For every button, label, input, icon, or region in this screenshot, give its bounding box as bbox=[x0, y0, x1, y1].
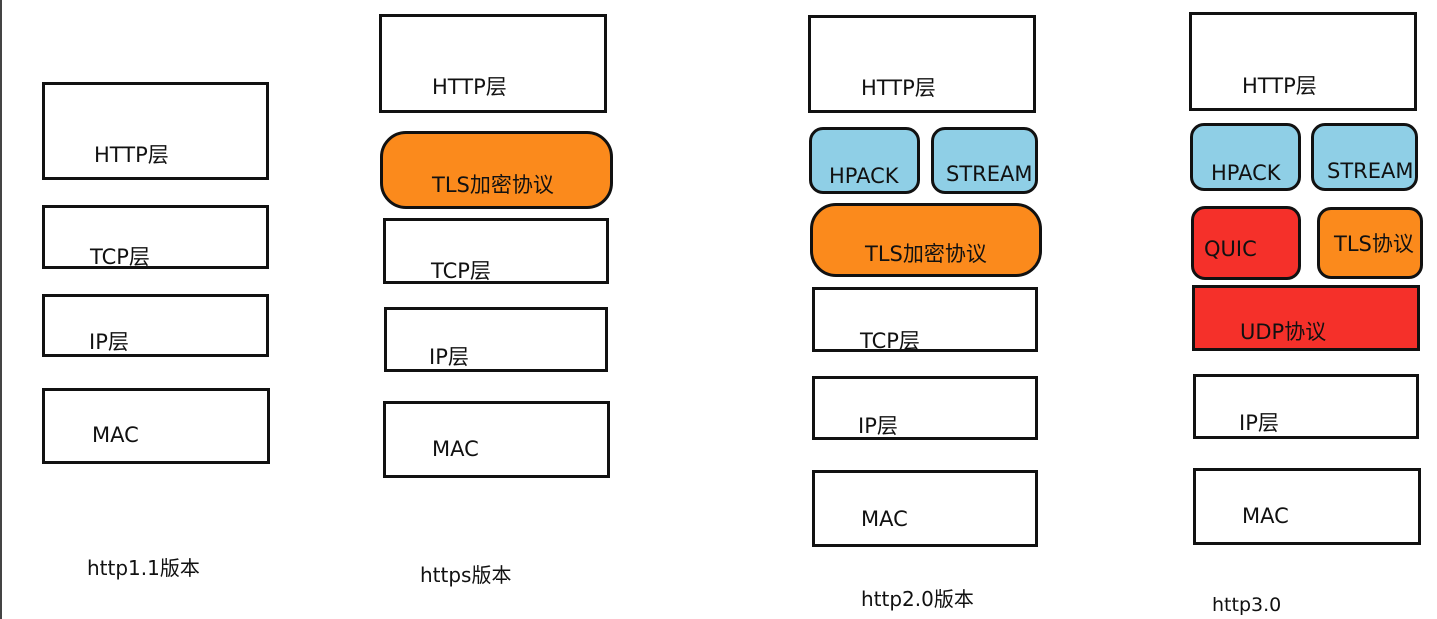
http3-udp-layer-label: UDP协议 bbox=[1240, 320, 1327, 344]
http2-tls-layer-label: TLS加密协议 bbox=[865, 242, 987, 266]
http3-mac-layer-box: MAC bbox=[1193, 468, 1421, 545]
http3-hpack-box: HPACK bbox=[1190, 123, 1301, 191]
http11-mac-layer-box: MAC bbox=[42, 388, 270, 464]
http11-tcp-layer-label: TCP层 bbox=[90, 245, 150, 269]
http2-tls-layer-box: TLS加密协议 bbox=[810, 203, 1042, 277]
http3-http-layer-label: HTTP层 bbox=[1242, 74, 1317, 98]
http2-tcp-layer-label: TCP层 bbox=[860, 329, 920, 353]
https-ip-layer-box: IP层 bbox=[384, 307, 608, 372]
http3-http-layer-box: HTTP层 bbox=[1189, 12, 1417, 111]
http3-stream-label: STREAM bbox=[1327, 159, 1414, 183]
http2-stream-box: STREAM bbox=[931, 127, 1038, 194]
http11-mac-layer-label: MAC bbox=[92, 423, 139, 447]
https-ip-layer-label: IP层 bbox=[429, 345, 469, 369]
http3-tls-label: TLS协议 bbox=[1334, 232, 1414, 256]
http3-quic-box: QUIC bbox=[1191, 206, 1301, 280]
http3-ip-layer-label: IP层 bbox=[1239, 411, 1279, 435]
http11-tcp-layer-box: TCP层 bbox=[42, 205, 269, 269]
https-caption: https版本 bbox=[420, 563, 512, 587]
http11-ip-layer-box: IP层 bbox=[42, 294, 269, 357]
https-tls-layer-box: TLS加密协议 bbox=[380, 131, 613, 209]
http3-mac-layer-label: MAC bbox=[1242, 504, 1289, 528]
http3-ip-layer-box: IP层 bbox=[1193, 374, 1419, 439]
https-tcp-layer-label: TCP层 bbox=[431, 259, 491, 283]
https-mac-layer-box: MAC bbox=[383, 401, 610, 478]
http3-hpack-label: HPACK bbox=[1211, 161, 1281, 185]
http11-http-layer-label: HTTP层 bbox=[94, 143, 169, 167]
http11-caption: http1.1版本 bbox=[87, 556, 200, 580]
http11-ip-layer-label: IP层 bbox=[89, 330, 129, 354]
https-mac-layer-label: MAC bbox=[432, 437, 479, 461]
https-http-layer-label: HTTP层 bbox=[432, 75, 507, 99]
https-tcp-layer-box: TCP层 bbox=[383, 218, 609, 284]
http2-stream-label: STREAM bbox=[946, 162, 1033, 186]
left-edge-line bbox=[0, 0, 2, 619]
http3-stream-box: STREAM bbox=[1311, 123, 1418, 191]
http2-mac-layer-label: MAC bbox=[861, 507, 908, 531]
https-tls-layer-label: TLS加密协议 bbox=[432, 173, 554, 197]
http2-http-layer-label: HTTP层 bbox=[861, 76, 936, 100]
http2-ip-layer-label: IP层 bbox=[858, 414, 898, 438]
http2-http-layer-box: HTTP层 bbox=[808, 15, 1036, 113]
http2-mac-layer-box: MAC bbox=[812, 470, 1038, 547]
http2-tcp-layer-box: TCP层 bbox=[812, 287, 1038, 352]
https-http-layer-box: HTTP层 bbox=[379, 14, 607, 113]
http11-http-layer-box: HTTP层 bbox=[42, 82, 269, 180]
http3-udp-layer-box: UDP协议 bbox=[1192, 285, 1420, 351]
http2-hpack-box: HPACK bbox=[809, 127, 920, 194]
http3-caption: http3.0 bbox=[1212, 594, 1282, 616]
http3-tls-box: TLS协议 bbox=[1317, 207, 1423, 279]
http2-caption: http2.0版本 bbox=[861, 587, 974, 611]
http2-hpack-label: HPACK bbox=[829, 164, 899, 188]
http2-ip-layer-box: IP层 bbox=[812, 376, 1038, 440]
http3-quic-label: QUIC bbox=[1204, 237, 1257, 261]
